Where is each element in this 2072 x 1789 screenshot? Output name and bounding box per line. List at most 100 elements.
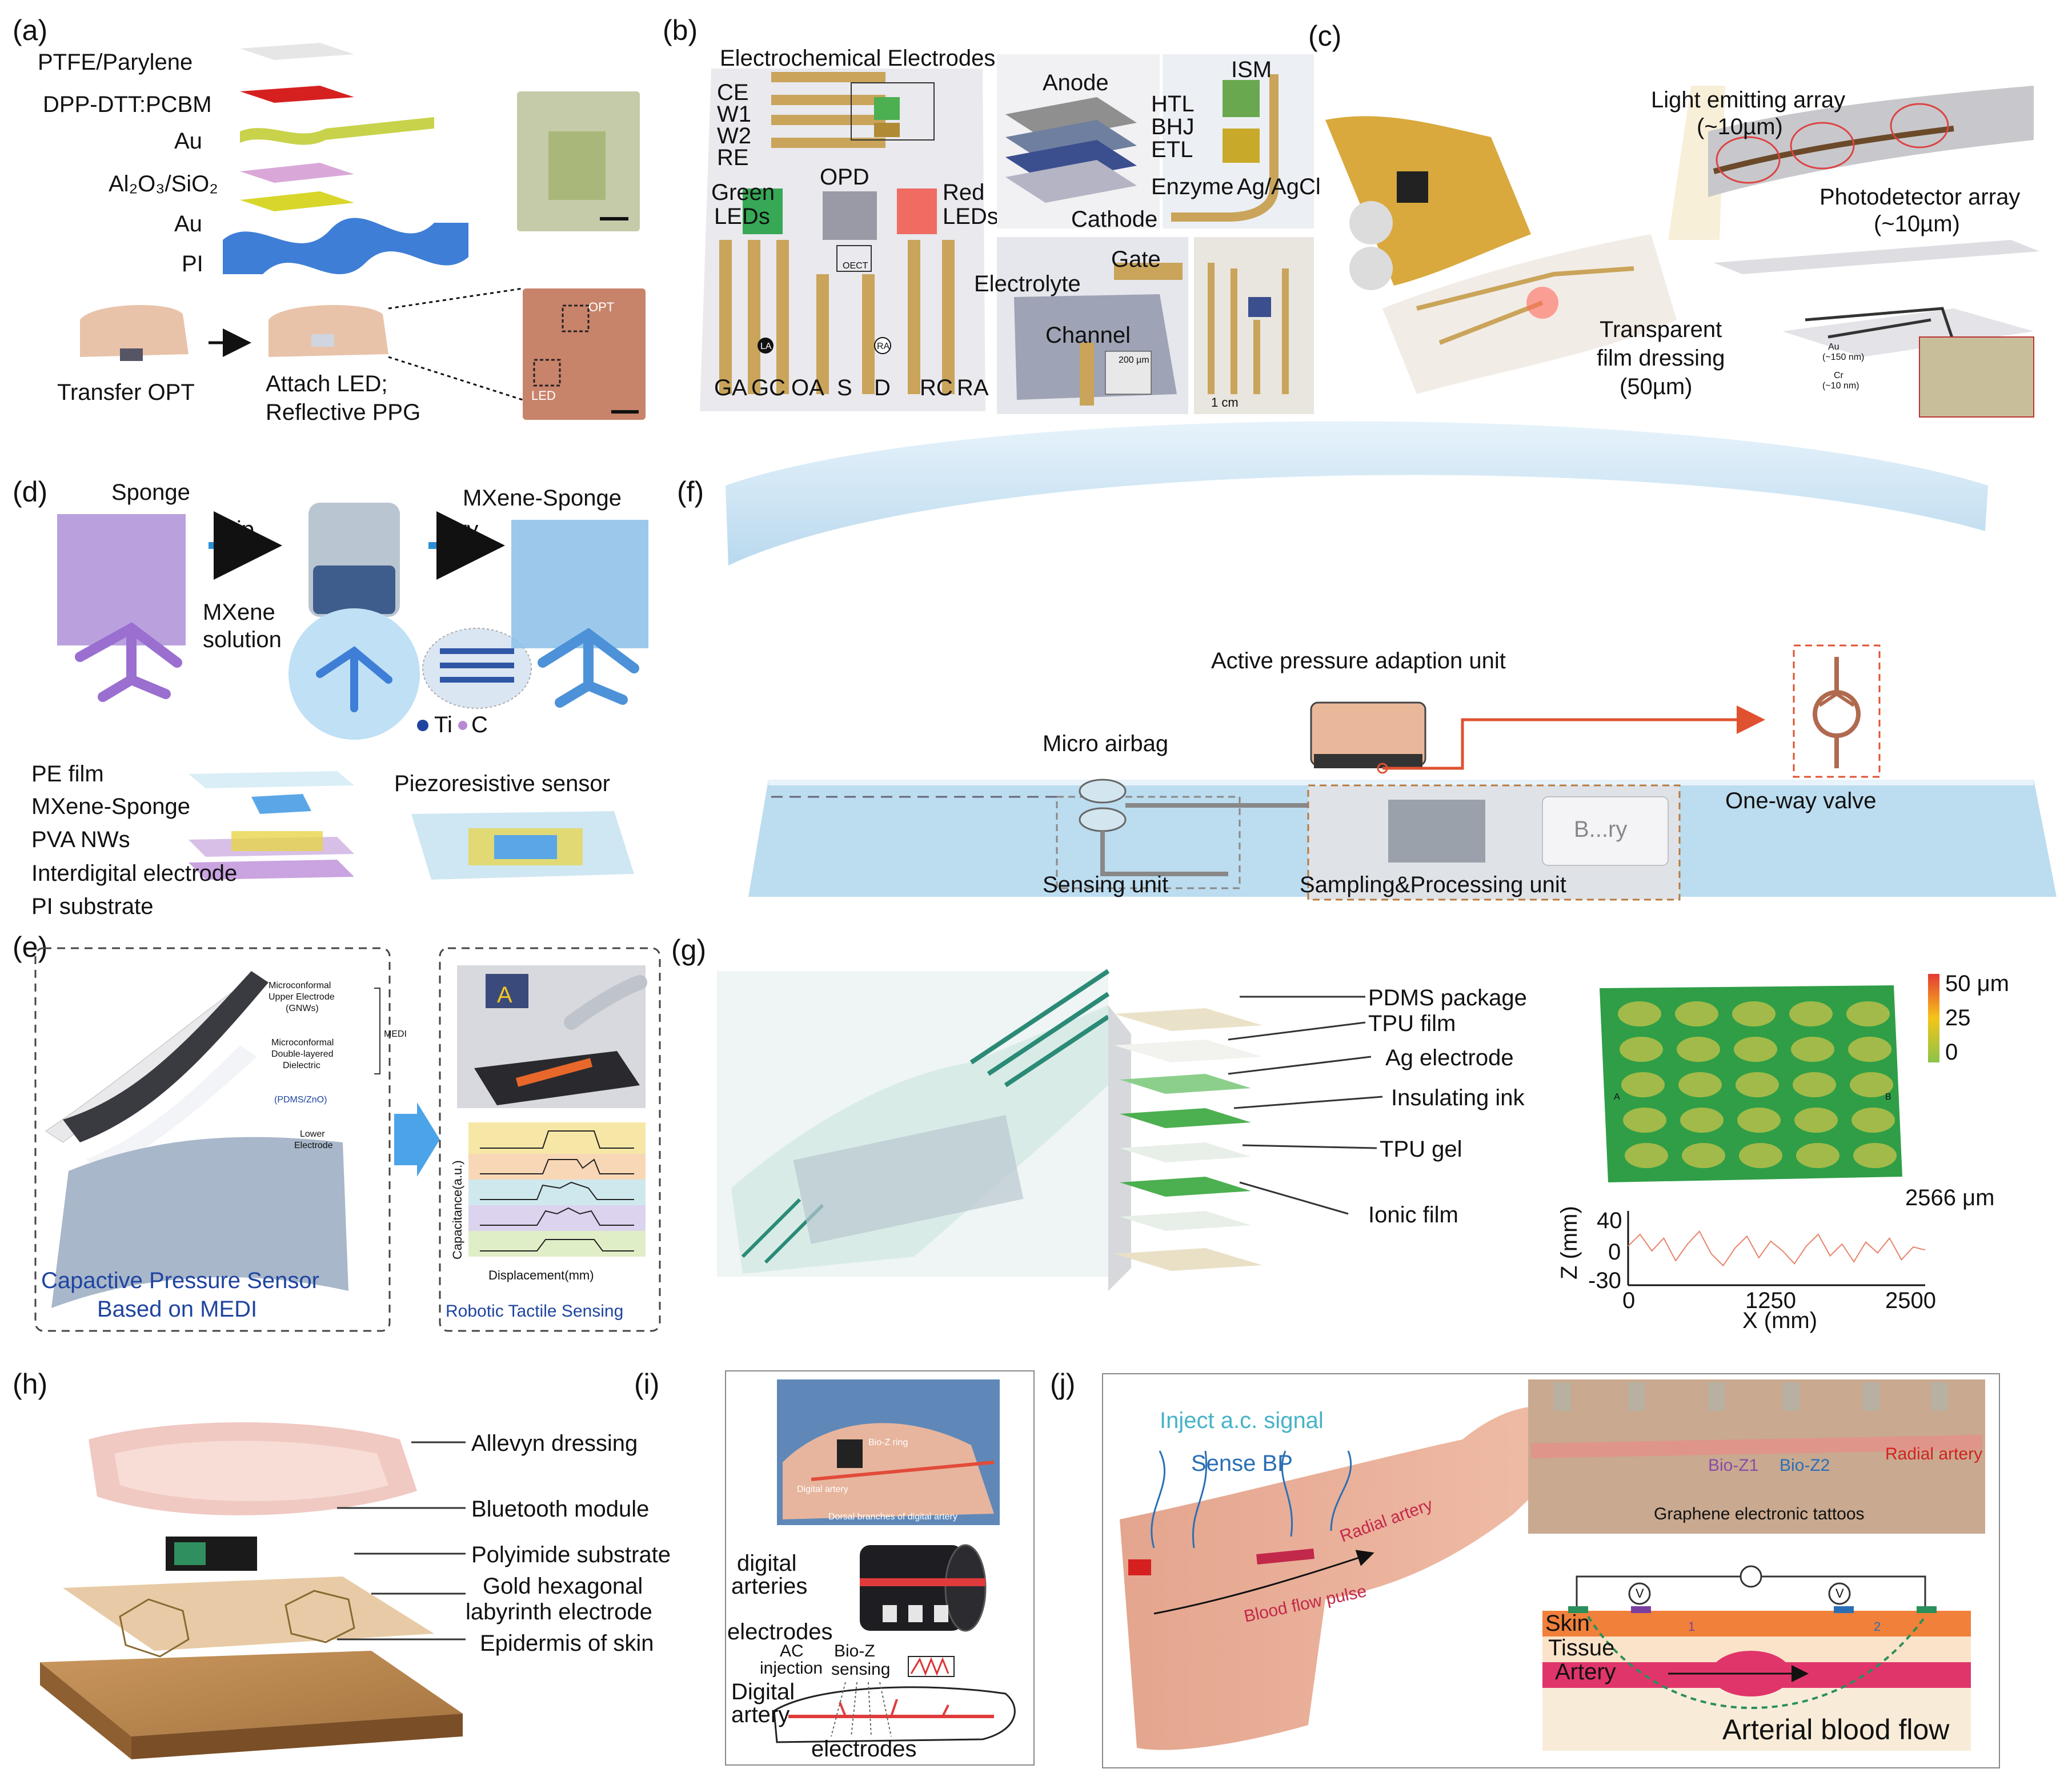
sponge-struct: [75, 622, 182, 702]
surface-bump: [1846, 1001, 1890, 1026]
label-cr: Cr: [1834, 371, 1844, 380]
label-re: RE: [717, 145, 749, 170]
pin-rc: RC: [920, 375, 953, 400]
e-l8: Lower: [300, 1129, 325, 1139]
scale-bot: 0: [1945, 1040, 1958, 1065]
i-artery: artery: [731, 1702, 789, 1727]
top-slab: [726, 421, 1988, 565]
label-agcl: Ag/AgCl: [1237, 174, 1321, 199]
surface-bumps: [1618, 1001, 1897, 1168]
label-pi: PI: [182, 251, 203, 276]
label-dpp: DPP-DTT:PCBM: [43, 92, 212, 117]
i-sensing: sensing: [831, 1660, 890, 1679]
z-scale-bar: [1928, 974, 1939, 1062]
label-solution: solution: [203, 627, 282, 652]
mark-a: A: [1614, 1092, 1620, 1102]
ammeter-symbol: [1740, 1565, 1762, 1588]
layer-ptfe: [240, 43, 354, 60]
label-film-dressing: film dressing: [1597, 346, 1725, 371]
label-sponge: Sponge: [111, 480, 190, 505]
panel-j-tag: (j): [1050, 1368, 1075, 1400]
label-active: Active pressure adaption unit: [1211, 648, 1506, 673]
g-label-pdms: PDMS package: [1368, 985, 1527, 1010]
surface-bump: [1623, 1108, 1666, 1133]
micro-airbag: [1079, 779, 1127, 804]
profile-xlabel: X (mm): [1742, 1308, 1817, 1333]
surface-bump: [1618, 1001, 1661, 1026]
electrochem-title: Electrochemical Electrodes: [720, 46, 995, 71]
signal-lines: [1151, 1450, 1352, 1549]
stack-pva: PVA NWs: [31, 827, 130, 852]
label-film-thick: (50µm): [1620, 374, 1693, 399]
j-v2: V: [1835, 1586, 1844, 1601]
photo-digital: Digital artery: [797, 1485, 848, 1494]
caption-robotic: Robotic Tactile Sensing: [446, 1302, 623, 1321]
profile-ytick-m30: -30: [1588, 1268, 1621, 1293]
mark-b: B: [1885, 1092, 1891, 1102]
panel-g: (g) PDMS package TPU film Ag electrode I…: [671, 934, 2009, 1333]
panel-b-tag: (b): [663, 14, 698, 46]
label-enzyme: Enzyme: [1151, 174, 1234, 199]
label-red1: Red: [943, 180, 984, 205]
scale-bar: [600, 217, 628, 220]
voltmeter-1: [1628, 1582, 1651, 1605]
label-mxene: MXene: [203, 600, 275, 625]
g-label-tpu: TPU film: [1368, 1011, 1456, 1036]
surface-bump: [1793, 1072, 1836, 1097]
g-layer-pdms: [1114, 1008, 1263, 1031]
finger-after: [268, 304, 388, 357]
h-label-epidermis: Epidermis of skin: [480, 1631, 654, 1656]
finger-before: [80, 304, 189, 357]
caption-medi: Based on MEDI: [97, 1297, 257, 1322]
label-electrolyte: Electrolyte: [974, 271, 1081, 296]
label-anode: Anode: [1043, 70, 1109, 95]
label-gate: Gate: [1111, 247, 1161, 272]
green-leds: [743, 188, 783, 234]
pin-ga: GA: [714, 375, 747, 400]
electrode-traces: [719, 240, 955, 394]
h-label-gold1: Gold hexagonal: [483, 1574, 643, 1599]
surface-bump: [1734, 1037, 1777, 1062]
panel-d: (d) Dip Ti C Dry Sponge MXene-Sponge MXe…: [13, 476, 648, 919]
finger-outline: [773, 1686, 1016, 1743]
mxene-layers: [440, 648, 514, 683]
pin-d: D: [874, 375, 891, 400]
i-digital: digital: [737, 1551, 797, 1576]
surface-bump: [1853, 1143, 1897, 1168]
e-l2: Upper Electrode: [268, 992, 335, 1002]
j-n2: 2: [1874, 1619, 1881, 1634]
e-l9: Electrode: [294, 1141, 333, 1150]
label-w1: W1: [717, 102, 751, 127]
profile-xtick-2500: 2500: [1885, 1288, 1936, 1313]
label-ce: CE: [717, 80, 749, 105]
j-flow: Arterial blood flow: [1722, 1714, 1950, 1746]
i-injection: injection: [760, 1659, 823, 1678]
dressing: [1382, 234, 1677, 394]
label-dry: Dry: [443, 517, 478, 542]
h-label-bluetooth: Bluetooth module: [471, 1497, 649, 1522]
surface-bump: [1850, 1072, 1893, 1097]
pin-oa: OA: [791, 375, 824, 400]
dielectric: [86, 1045, 257, 1171]
g-label-ink: Insulating ink: [1391, 1085, 1525, 1110]
panel-a-tag: (a): [13, 14, 47, 46]
layer-au-top: [240, 117, 434, 145]
pin-ra: RA: [957, 375, 989, 400]
profile-chart: 40 0 -30 0 1250 2500 X (mm) Z (mm): [1557, 1206, 1936, 1333]
surface-bump: [1848, 1037, 1891, 1062]
pe-film: [189, 771, 354, 788]
box-robotic: [439, 947, 661, 1332]
j-bioz2: Bio-Z2: [1780, 1456, 1830, 1475]
label-au1: Au: [174, 129, 202, 154]
bioz-ring: [837, 1439, 863, 1468]
j-artery: Artery: [1555, 1659, 1616, 1684]
h-label-gold2: labyrinth electrode: [466, 1599, 652, 1624]
monitor-letter: A: [497, 982, 512, 1008]
oect-box: [836, 245, 872, 272]
label-oect: OECT: [843, 261, 868, 271]
g-label-ag: Ag electrode: [1385, 1045, 1514, 1070]
photo-finger-sensor: [523, 288, 646, 420]
i-bioz: Bio-Z: [834, 1642, 875, 1660]
surface-bump: [1677, 1037, 1720, 1062]
pin-gc: GC: [751, 375, 785, 400]
